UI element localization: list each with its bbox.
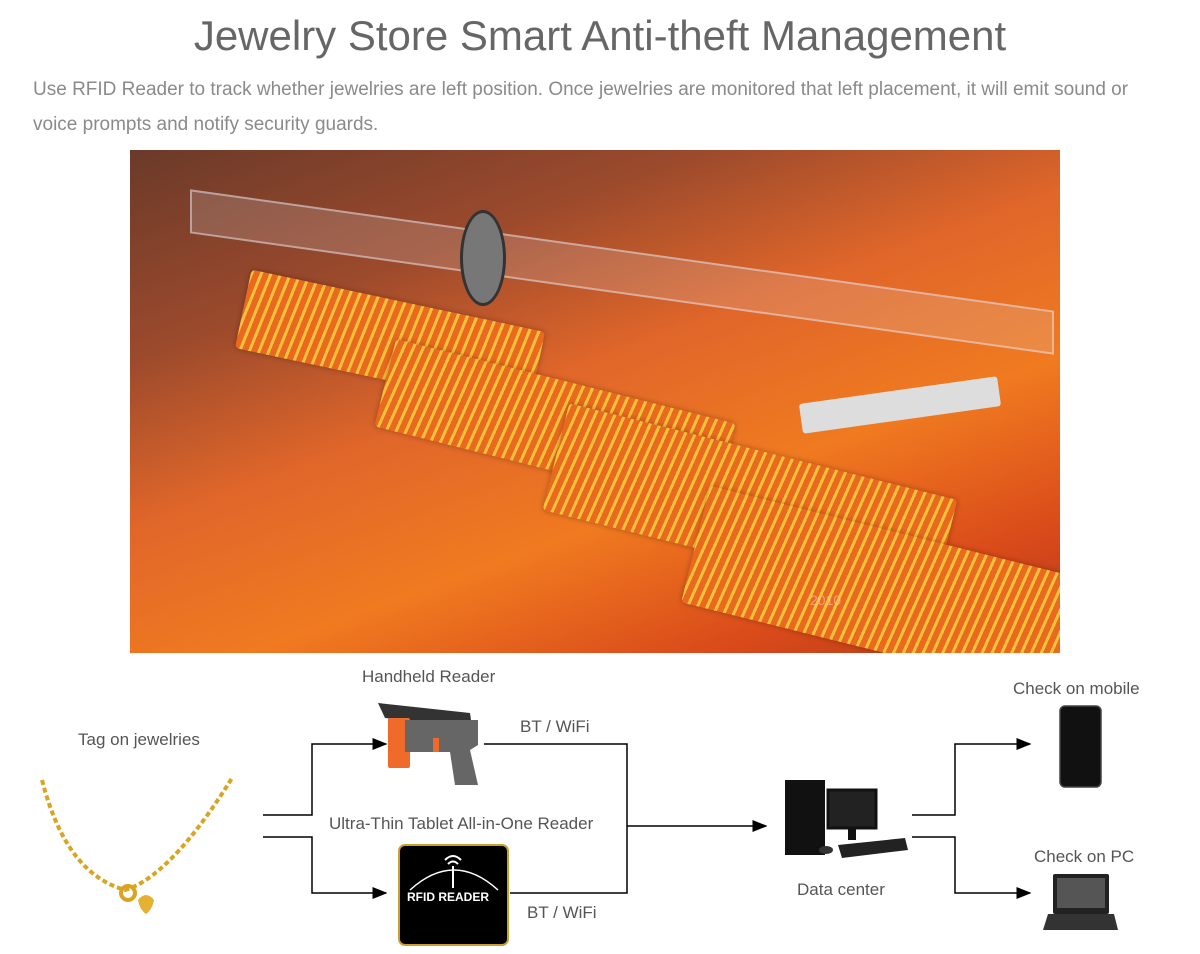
arrow-to-tablet <box>263 836 388 899</box>
tag-label: Tag on jewelries <box>78 730 200 749</box>
page-description: Use RFID Reader to track whether jewelri… <box>33 79 1129 135</box>
mobile-phone-icon <box>1059 705 1102 788</box>
rfid-tablet-icon <box>398 844 509 946</box>
arrow-to-handheld <box>263 738 388 816</box>
pc-label: Check on PC <box>1034 847 1135 866</box>
handheld-reader-label: Handheld Reader <box>362 667 496 686</box>
arrow-to-mobile <box>912 738 1032 816</box>
tablet-reader-label: Ultra-Thin Tablet All-in-One Reader <box>329 814 594 833</box>
datacenter-label: Data center <box>797 880 885 899</box>
tablet-device-text: RFID READER <box>407 890 490 904</box>
desktop-computer-icon <box>785 780 908 858</box>
laptop-icon <box>1043 874 1118 930</box>
mobile-label: Check on mobile <box>1013 679 1140 698</box>
link-label-bottom: BT / WiFi <box>527 903 597 922</box>
line-readers-merge <box>484 743 628 894</box>
page-title: Jewelry Store Smart Anti-theft Managemen… <box>193 12 1007 59</box>
mirror <box>460 210 506 306</box>
link-label-top: BT / WiFi <box>520 717 590 736</box>
jewelry-store-photo <box>130 150 1060 653</box>
handheld-reader-icon <box>378 703 478 785</box>
necklace-icon <box>40 776 234 914</box>
arrow-to-pc <box>912 836 1032 899</box>
photo-watermark: 2010 <box>810 592 842 608</box>
